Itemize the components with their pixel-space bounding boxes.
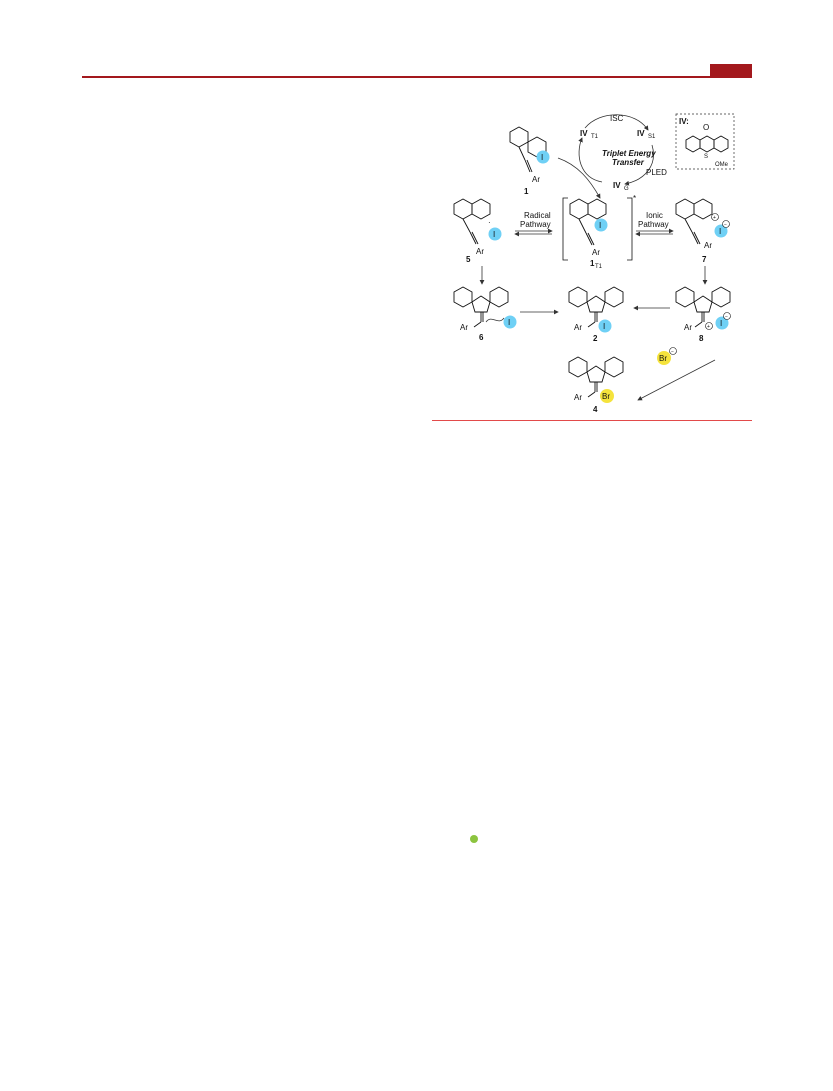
compound-2-label: 2 bbox=[593, 334, 598, 343]
iv-g-sub: G bbox=[624, 186, 629, 192]
ar-label: Ar bbox=[574, 323, 582, 332]
compound-7-structure: + I − Ar 7 bbox=[675, 198, 730, 264]
minus-charge: − bbox=[724, 222, 727, 228]
ionic-line2: Pathway bbox=[638, 220, 669, 229]
iodine-label: I bbox=[720, 319, 722, 328]
compound-5-label: 5 bbox=[466, 255, 471, 264]
radical-dot: · bbox=[488, 218, 491, 227]
iodine-badge bbox=[503, 315, 517, 329]
iv-oxygen-label: O bbox=[703, 123, 709, 132]
compound-4-label: 4 bbox=[593, 405, 598, 414]
iodine-badge bbox=[598, 319, 612, 333]
triplet-line2: Transfer bbox=[612, 158, 645, 167]
compound-7-label: 7 bbox=[702, 255, 707, 264]
compound-6-label: 6 bbox=[479, 333, 484, 342]
iv-s1-sub: S1 bbox=[648, 134, 656, 140]
excited-star: * bbox=[633, 194, 636, 203]
iodine-label: I bbox=[603, 322, 605, 331]
ar-label: Ar bbox=[592, 248, 600, 257]
compound-4-structure: Br Ar 4 bbox=[568, 356, 624, 414]
iodine-label: I bbox=[541, 153, 543, 162]
ar-label: Ar bbox=[460, 323, 468, 332]
iv-s1-label: IV bbox=[637, 129, 645, 138]
iv-t1-label: IV bbox=[580, 129, 588, 138]
triplet-line1: Triplet Energy bbox=[602, 149, 656, 158]
radical-line1: Radical bbox=[524, 211, 551, 220]
iv-box-label: IV: bbox=[679, 117, 689, 126]
iodine-label: I bbox=[508, 318, 510, 327]
compound-1t1-label: 1 bbox=[590, 259, 595, 268]
ar-label: Ar bbox=[704, 241, 712, 250]
ar-label: Ar bbox=[574, 393, 582, 402]
compound-2-structure: I Ar 2 bbox=[568, 286, 624, 343]
bromide-label: Br bbox=[659, 354, 667, 363]
iv-g-label: IV bbox=[613, 181, 621, 190]
scheme-caption-rule bbox=[432, 420, 752, 421]
iodine-badge bbox=[488, 227, 502, 241]
bromide-badge bbox=[657, 351, 671, 365]
iodine-label: I bbox=[493, 230, 495, 239]
compound-1-label: 1 bbox=[524, 187, 529, 196]
minus-charge: − bbox=[725, 314, 728, 320]
iodine-badge bbox=[536, 150, 550, 164]
iv-ome-label: OMe bbox=[715, 162, 729, 168]
iodine-badge bbox=[594, 218, 608, 232]
iv-structure-box: IV: O S OMe bbox=[675, 113, 735, 170]
minus-charge: − bbox=[671, 349, 674, 355]
compound-1t1-structure: * I Ar 1 T1 bbox=[562, 194, 636, 270]
iodine-label: I bbox=[599, 221, 601, 230]
iv-t1-sub: T1 bbox=[591, 134, 599, 140]
compound-1t1-sub: T1 bbox=[595, 264, 603, 270]
radical-line2: Pathway bbox=[520, 220, 551, 229]
ar-label: Ar bbox=[476, 247, 484, 256]
green-dot-icon bbox=[470, 835, 478, 843]
ar-label: Ar bbox=[684, 323, 692, 332]
compound-8-structure: + I − Ar 8 bbox=[675, 286, 731, 343]
bromine-label: Br bbox=[602, 392, 610, 401]
compound-1-structure: I Ar 1 bbox=[509, 126, 550, 196]
pled-label: PLED bbox=[646, 168, 667, 177]
reaction-scheme: I Ar 1 ISC IV T1 IV S1 Triplet Energy Tr… bbox=[453, 113, 735, 414]
ionic-line1: Ionic bbox=[646, 211, 663, 220]
iv-sulfur-label: S bbox=[704, 154, 708, 160]
compound-8-label: 8 bbox=[699, 334, 704, 343]
header-color-block bbox=[710, 64, 752, 76]
catalytic-cycle: ISC IV T1 IV S1 Triplet Energy Transfer … bbox=[557, 114, 667, 199]
bromine-badge bbox=[600, 389, 614, 403]
plus-charge: + bbox=[713, 215, 716, 221]
isc-label: ISC bbox=[610, 114, 624, 123]
compound-5-structure: I · Ar 5 bbox=[453, 198, 502, 264]
ar-label: Ar bbox=[532, 175, 540, 184]
plus-charge: + bbox=[707, 324, 710, 330]
iodine-badge bbox=[715, 316, 729, 330]
iodine-badge bbox=[714, 224, 728, 238]
compound-6-structure: I Ar 6 bbox=[453, 286, 517, 342]
iodine-label: I bbox=[719, 227, 721, 236]
header-rule bbox=[82, 76, 752, 78]
